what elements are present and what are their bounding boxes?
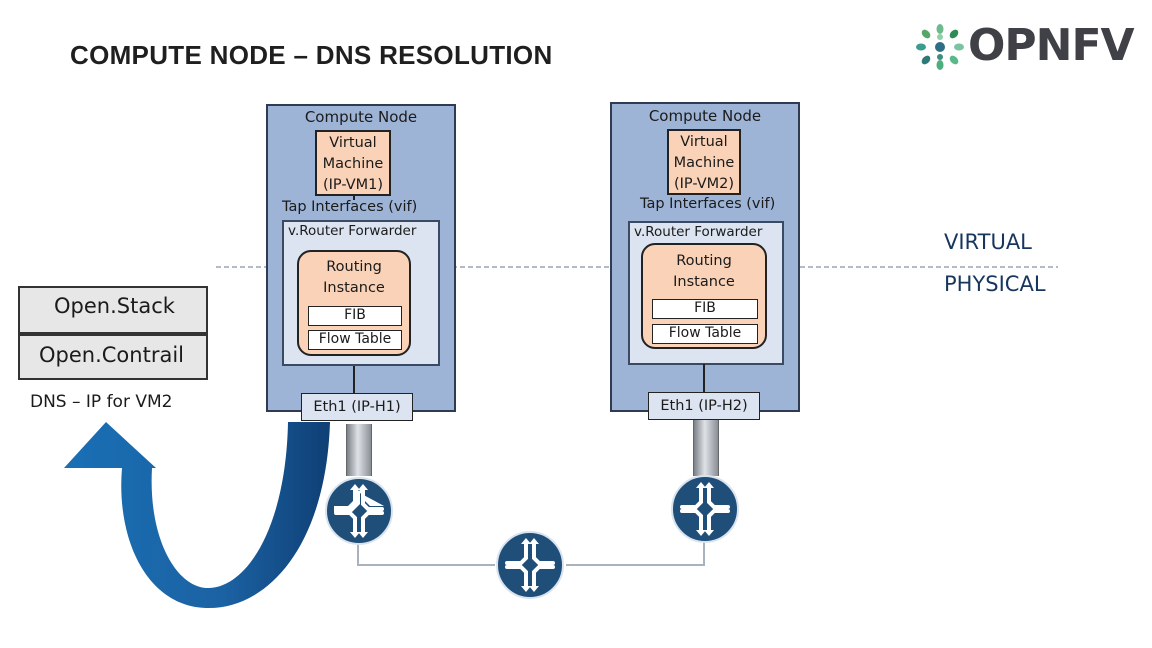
eth1-interface-2: Eth1 (IP-H2) (648, 392, 760, 420)
virtual-machine-1: Virtual Machine (IP-VM1) (315, 130, 391, 196)
router-icon-1 (325, 477, 393, 545)
fib-table-1: FIB (308, 306, 402, 326)
page-title: COMPUTE NODE – DNS RESOLUTION (70, 40, 553, 70)
routing-instance-2-line2: Instance (673, 274, 735, 290)
routing-instance-2-line1: Routing (676, 253, 732, 269)
vm2-label-line3: (IP-VM2) (673, 176, 735, 192)
fib-table-2: FIB (652, 299, 758, 319)
compute-node-2-title: Compute Node (648, 107, 762, 125)
uplink-pipe-1 (346, 424, 372, 476)
routing-instance-1-line2: Instance (323, 280, 385, 296)
vrouter-forwarder-2-label: v.Router Forwarder (634, 224, 763, 240)
dns-response-arrow-icon (64, 422, 330, 609)
physical-layer-label: PHYSICAL (944, 272, 1046, 296)
compute-node-1-title: Compute Node (304, 108, 418, 126)
opnfv-logo-flower-icon (916, 24, 964, 70)
vrouter-forwarder-1-label: v.Router Forwarder (288, 223, 417, 239)
physical-link-lines (357, 540, 705, 566)
flow-table-1: Flow Table (308, 330, 402, 350)
vm1-to-eth1-line (353, 196, 355, 394)
tap-interfaces-label-2: Tap Interfaces (vif) (640, 196, 776, 212)
virtual-machine-2: Virtual Machine (IP-VM2) (667, 129, 741, 195)
router-icon-2 (671, 475, 739, 543)
opnfv-logo-text: OPNFV (968, 20, 1135, 71)
vrouter2-to-eth2-line (703, 364, 705, 392)
vm2-label-line1: Virtual (680, 134, 728, 150)
openstack-label: Open.Stack (54, 294, 175, 318)
opencontrail-label: Open.Contrail (39, 343, 184, 367)
routing-instance-1-label: Routing Instance (297, 257, 411, 299)
dns-response-label: DNS – IP for VM2 (30, 392, 173, 412)
vm1-label-line1: Virtual (329, 135, 377, 151)
router-icon-core (496, 531, 564, 599)
tap-interfaces-label-1: Tap Interfaces (vif) (282, 199, 418, 215)
vm1-label-line2: Machine (322, 156, 384, 172)
eth1-interface-1: Eth1 (IP-H1) (301, 393, 413, 421)
vm2-label-line2: Machine (673, 155, 735, 171)
vm1-label-line3: (IP-VM1) (322, 177, 384, 193)
routing-instance-2-label: Routing Instance (641, 251, 767, 293)
virtual-layer-label: VIRTUAL (944, 230, 1032, 254)
openstack-box: Open.Stack (18, 286, 208, 334)
flow-table-2: Flow Table (652, 324, 758, 344)
uplink-pipe-2 (693, 418, 719, 476)
opencontrail-box: Open.Contrail (18, 334, 208, 380)
routing-instance-1-line1: Routing (326, 259, 382, 275)
